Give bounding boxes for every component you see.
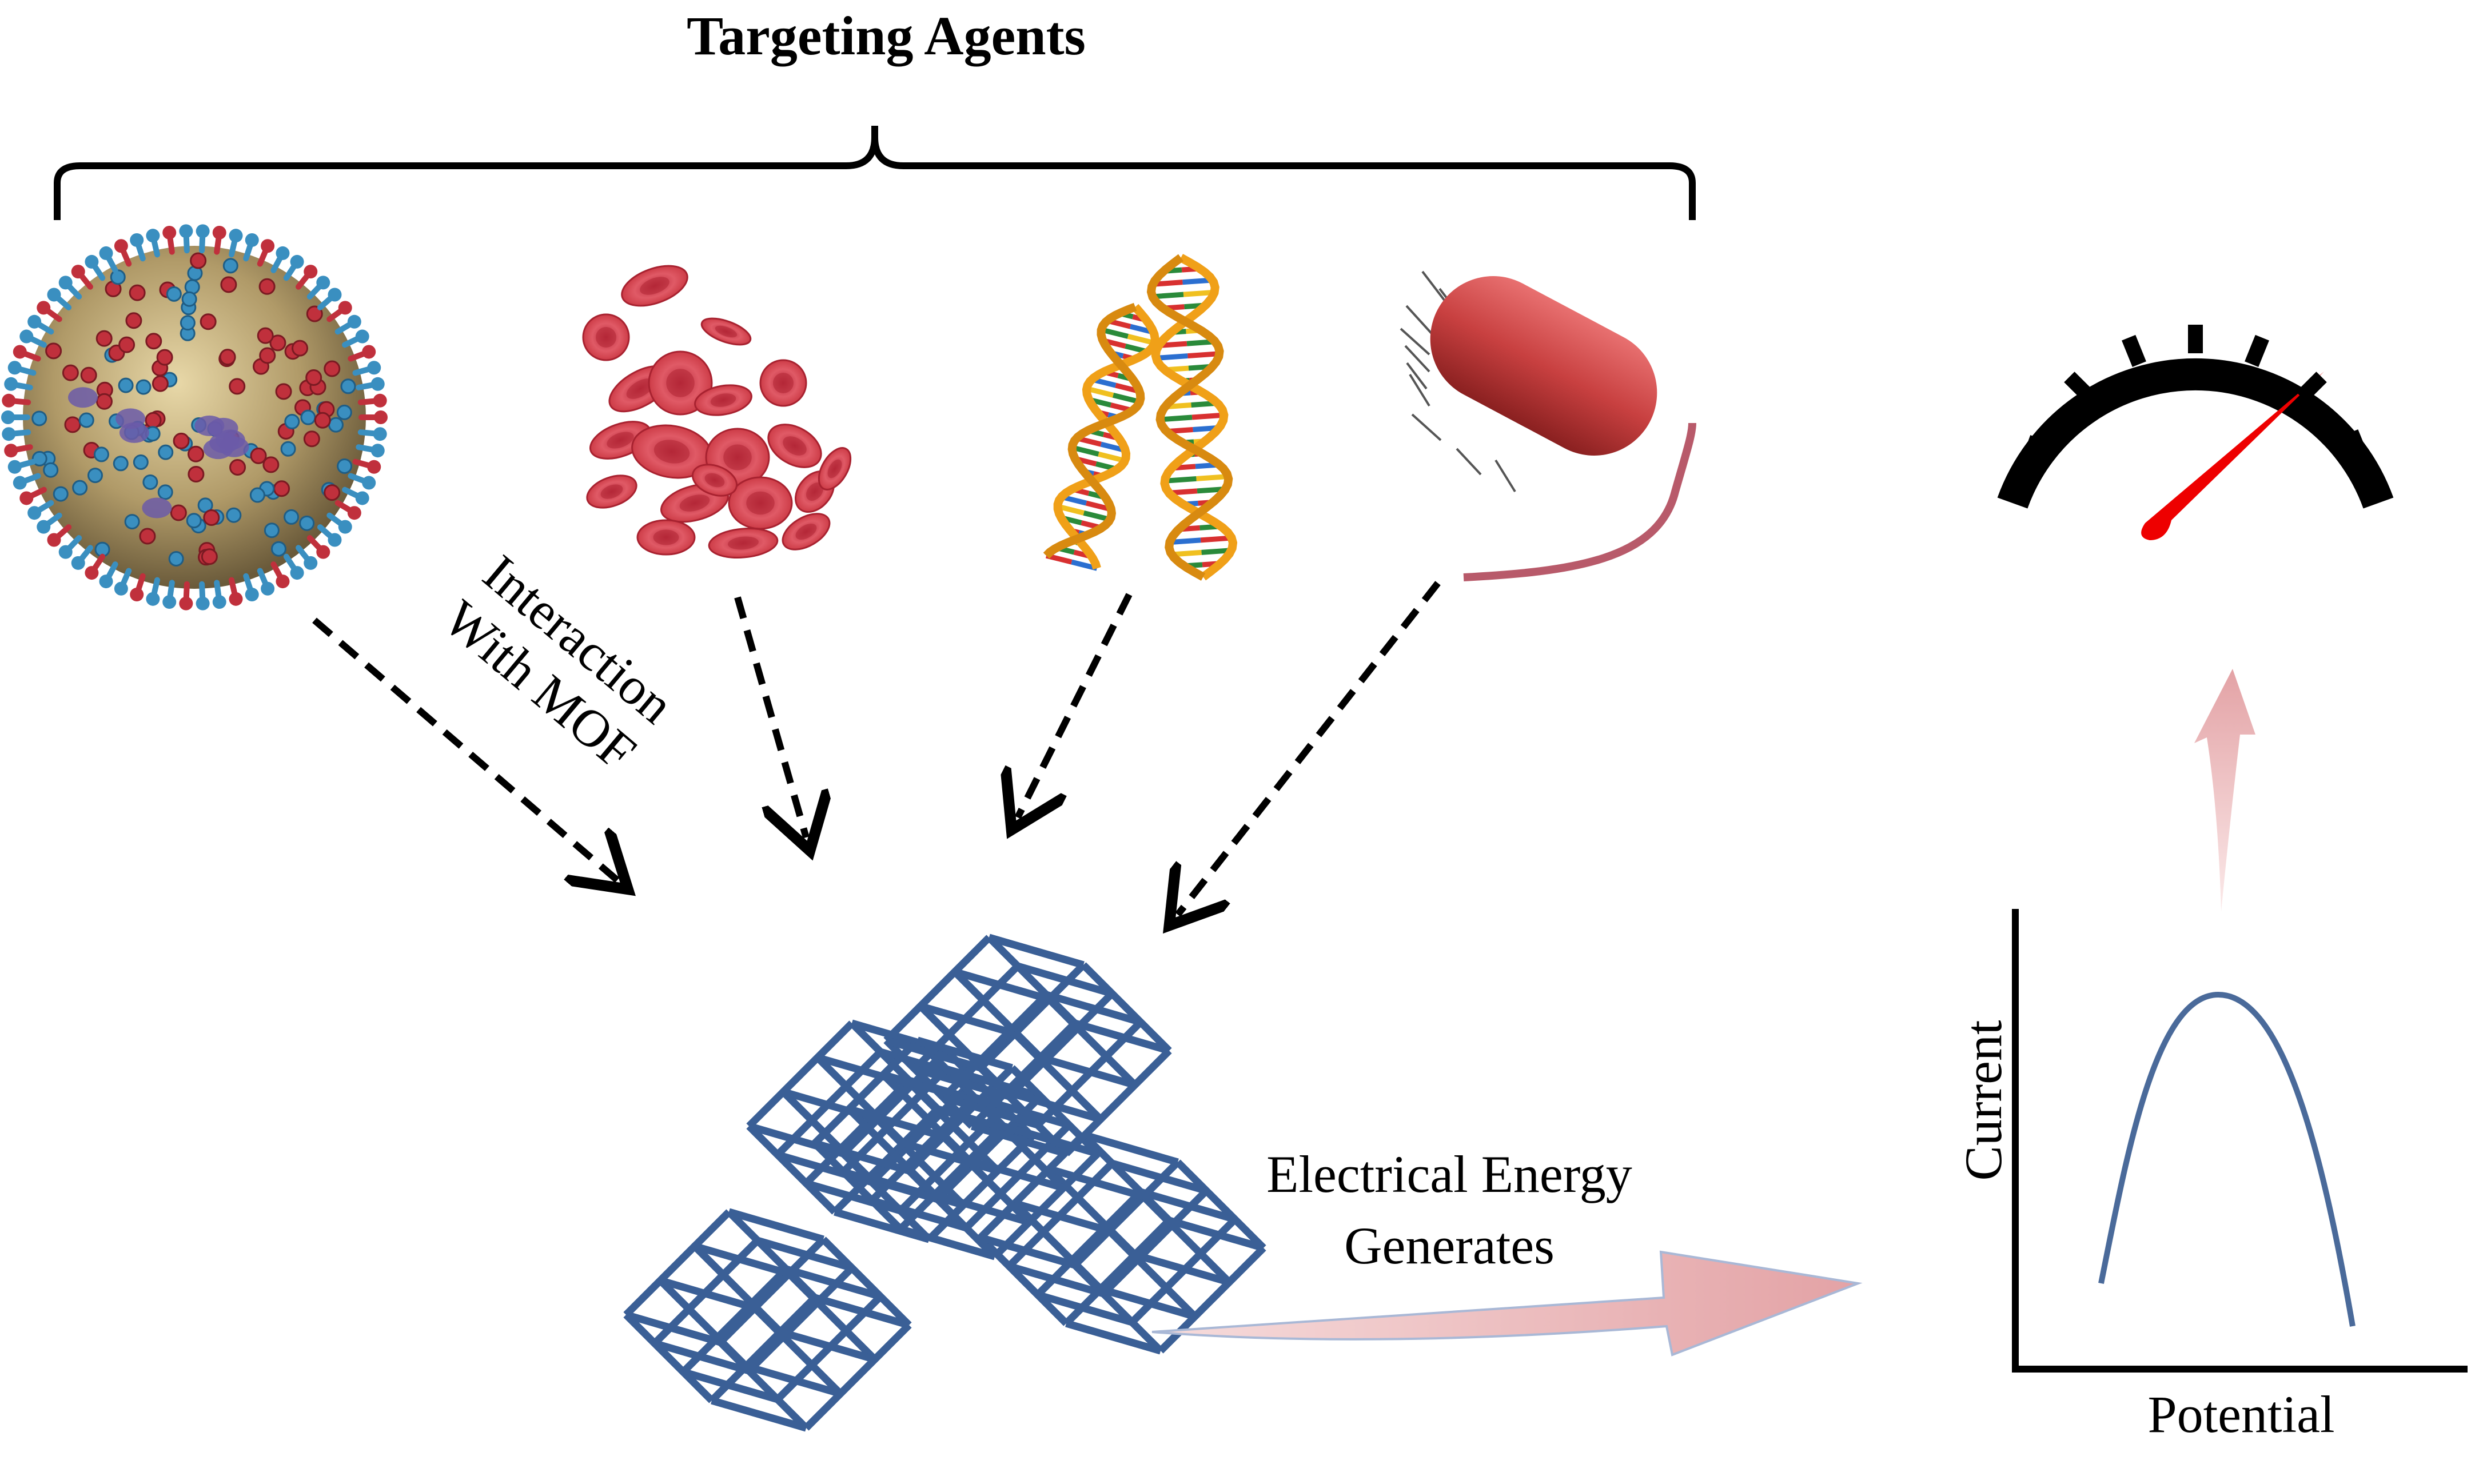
- current-potential-graph: Potential Current: [1954, 909, 2468, 1443]
- energy-arrow: [1151, 1250, 1863, 1357]
- response-curve: [2098, 991, 2356, 1327]
- bacterium-icon: [1400, 270, 1696, 581]
- mof-structure: [623, 934, 1266, 1432]
- y-axis-label: Current: [1954, 1020, 2012, 1180]
- rbc-to-mof-arrow: [734, 596, 806, 837]
- dna-to-mof-arrow: [1018, 593, 1133, 817]
- dna-icon: [1043, 254, 1238, 581]
- virus-icon: [1, 224, 388, 611]
- title: Targeting Agents: [687, 5, 1086, 66]
- signal-up-arrow: [2194, 669, 2255, 912]
- energy-label-line1: Electrical Energy: [1266, 1145, 1632, 1203]
- grouping-brace: [54, 126, 1696, 220]
- red-blood-cells-icon: [582, 265, 852, 559]
- gauge-icon: [1997, 325, 2394, 540]
- energy-label-line2: Generates: [1344, 1216, 1555, 1275]
- x-axis-label: Potential: [2147, 1385, 2334, 1443]
- gauge-needle: [2141, 372, 2324, 540]
- interaction-arrows: [312, 581, 1441, 915]
- bacterium-to-mof-arrow: [1178, 581, 1441, 915]
